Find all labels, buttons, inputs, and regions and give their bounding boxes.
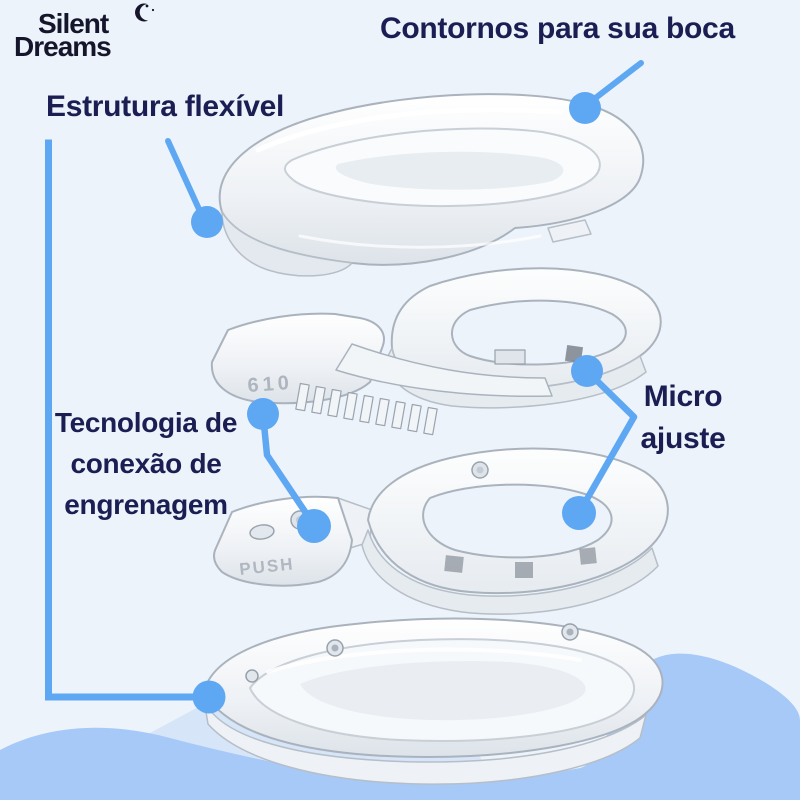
brand-logo-line1: Silent: [38, 3, 155, 40]
callout-dot-estrutura-bottom: [192, 680, 226, 714]
label-tecnologia-line3: engrenagem: [64, 489, 228, 520]
ratchet-teeth: [295, 382, 438, 436]
device-bottom-tray: [203, 617, 664, 785]
callout-dot-estrutura-top: [191, 206, 223, 238]
callout-dot-tecnologia-bottom: [297, 509, 331, 543]
callout-line-estrutura-bracket: [45, 139, 196, 701]
brand-name-top: Silent: [38, 8, 109, 39]
callout-line-estrutura-top: [165, 138, 206, 221]
label-tecnologia: Tecnologia de conexão de engrenagem: [38, 402, 254, 525]
brand-logo: Silent Dreams: [14, 3, 155, 63]
callout-dot-micro-bottom: [562, 496, 596, 530]
crescent-moon-icon: [135, 3, 155, 22]
label-tecnologia-line2: conexão de: [70, 448, 222, 479]
wave-blue-shape: [0, 653, 800, 800]
callout-dot-contornos: [569, 92, 601, 124]
callout-dot-micro-top: [571, 355, 603, 387]
label-micro: Micro ajuste: [612, 376, 754, 460]
callout-line-contornos: [586, 60, 644, 106]
device-gear-plate: 610: [210, 267, 662, 436]
label-tecnologia-line1: Tecnologia de: [54, 407, 238, 438]
label-micro-line2: ajuste: [640, 422, 726, 455]
label-contornos: Contornos para sua boca: [380, 12, 735, 45]
callouts: [45, 60, 644, 701]
label-estrutura: Estrutura flexível: [46, 90, 285, 123]
callout-dots: [191, 92, 603, 714]
embossed-digits: 610: [247, 372, 294, 397]
device-top-tray: [218, 93, 645, 277]
label-micro-line1: Micro: [643, 380, 723, 413]
callout-dot-tecnologia-top: [247, 398, 279, 430]
callout-line-micro: [575, 367, 638, 517]
mouthguard-device: 610 PUSH: [203, 93, 669, 785]
brand-name-bottom: Dreams: [14, 31, 112, 62]
